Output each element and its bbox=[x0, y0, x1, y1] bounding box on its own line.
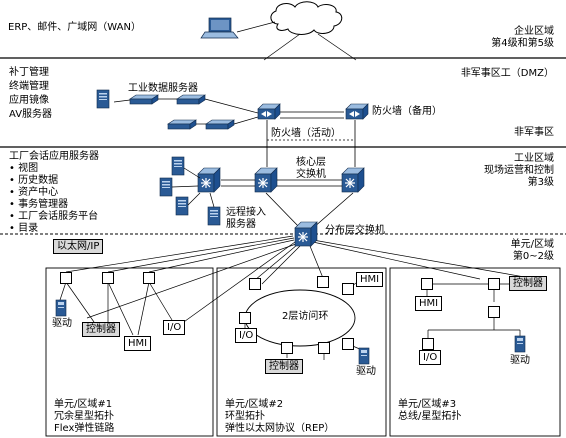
laptop-icon bbox=[200, 17, 239, 39]
cell1-caption-2: 冗余星型拓扑 bbox=[54, 411, 114, 422]
cell2-switch-a bbox=[249, 278, 261, 290]
cell2-drive-label: 驱动 bbox=[356, 366, 376, 377]
cell2-io: I/O bbox=[235, 328, 258, 343]
cell1-io: I/O bbox=[163, 320, 186, 335]
dmz-service-terminal: 终端管理 bbox=[9, 81, 49, 92]
cell2-switch-b bbox=[317, 276, 329, 288]
cell2-caption-2: 环型拓扑 bbox=[225, 411, 265, 422]
enterprise-zone-subtitle: 第4级和第5级 bbox=[491, 38, 554, 49]
industrial-zone-subtitle: 现场运营和控制 bbox=[484, 165, 554, 176]
cell2-switch-e bbox=[281, 342, 293, 354]
core-switch-label-1: 核心层 bbox=[296, 157, 326, 168]
wan-label: ERP、邮件、广域网（WAN） bbox=[8, 22, 141, 33]
app-server-title: 工厂会话应用服务器 bbox=[9, 151, 99, 162]
cell1-caption-3: Flex弹性链路 bbox=[54, 423, 115, 434]
cell3-controller: 控制器 bbox=[509, 276, 547, 291]
cell3-caption-1: 单元/区域#3 bbox=[398, 399, 457, 410]
enterprise-zone-title: 企业区域 bbox=[514, 26, 554, 37]
cell2-switch-f bbox=[318, 342, 330, 354]
cell2-hmi: HMI bbox=[356, 272, 384, 287]
cell1-drive-label: 驱动 bbox=[52, 318, 72, 329]
cell1-hmi: HMI bbox=[124, 336, 152, 351]
cell3-hmi: HMI bbox=[415, 296, 443, 311]
app-item-history: • 历史数据 bbox=[9, 175, 59, 186]
app-item-view: • 视图 bbox=[9, 163, 39, 174]
dmz-bottom-label: 非军事区 bbox=[514, 127, 554, 138]
data-server-label: 工业数据服务器 bbox=[128, 83, 198, 94]
industrial-zone-level: 第3级 bbox=[527, 177, 554, 188]
cell-zone-title: 单元/区域 bbox=[510, 239, 554, 250]
industrial-zone-title: 工业区域 bbox=[514, 153, 554, 164]
cell1-controller: 控制器 bbox=[82, 322, 120, 337]
cell1-switch-b bbox=[102, 272, 114, 284]
cell2-switch-c bbox=[342, 283, 354, 295]
cell3-switch-b bbox=[488, 278, 500, 290]
app-item-platform: • 工厂会话服务平台 bbox=[9, 211, 99, 222]
app-item-transaction: • 事务管理器 bbox=[9, 199, 69, 210]
ethernet-ip-label: 以太网/IP bbox=[53, 239, 104, 254]
cell2-switch-g bbox=[342, 338, 354, 350]
cell1-switch-c bbox=[143, 272, 155, 284]
core-switch-label-2: 交换机 bbox=[296, 169, 326, 180]
cell3-io: I/O bbox=[419, 350, 442, 365]
distribution-switch-label: 分布层交换机 bbox=[325, 225, 385, 236]
cell3-caption-2: 总线/星型拓扑 bbox=[398, 411, 462, 422]
dmz-service-mirror: 应用镜像 bbox=[9, 95, 49, 106]
firewall-backup-label: 防火墙（备用） bbox=[372, 106, 442, 117]
cell1-caption-1: 单元/区域#1 bbox=[54, 399, 113, 410]
cell2-controller: 控制器 bbox=[265, 359, 303, 374]
app-item-directory: • 目录 bbox=[9, 223, 39, 234]
firewall-active-label: 防火墙（活动） bbox=[271, 128, 341, 139]
cell2-caption-3: 弹性以太网协议（REP） bbox=[225, 423, 335, 434]
cell3-drive-label: 驱动 bbox=[510, 355, 530, 366]
remote-access-label-1: 远程接入 bbox=[226, 207, 266, 218]
dmz-service-patch: 补丁管理 bbox=[9, 67, 49, 78]
cell3-switch-a bbox=[421, 278, 433, 290]
dmz-service-av: AV服务器 bbox=[9, 109, 53, 120]
wan-cloud-icon bbox=[270, 1, 343, 35]
ring-label: 2层访问环 bbox=[282, 311, 329, 322]
cell3-switch-d bbox=[422, 338, 434, 350]
cell-zone-level: 第0~2级 bbox=[512, 251, 554, 262]
dmz-title: 非军事区工（DMZ） bbox=[460, 68, 554, 79]
cell1-switch-a bbox=[60, 272, 72, 284]
cell3-switch-c bbox=[488, 306, 500, 318]
cell2-switch-d bbox=[239, 312, 251, 324]
app-item-asset: • 资产中心 bbox=[9, 187, 59, 198]
cell2-caption-1: 单元/区域#2 bbox=[225, 399, 284, 410]
remote-access-label-2: 服务器 bbox=[226, 219, 256, 230]
